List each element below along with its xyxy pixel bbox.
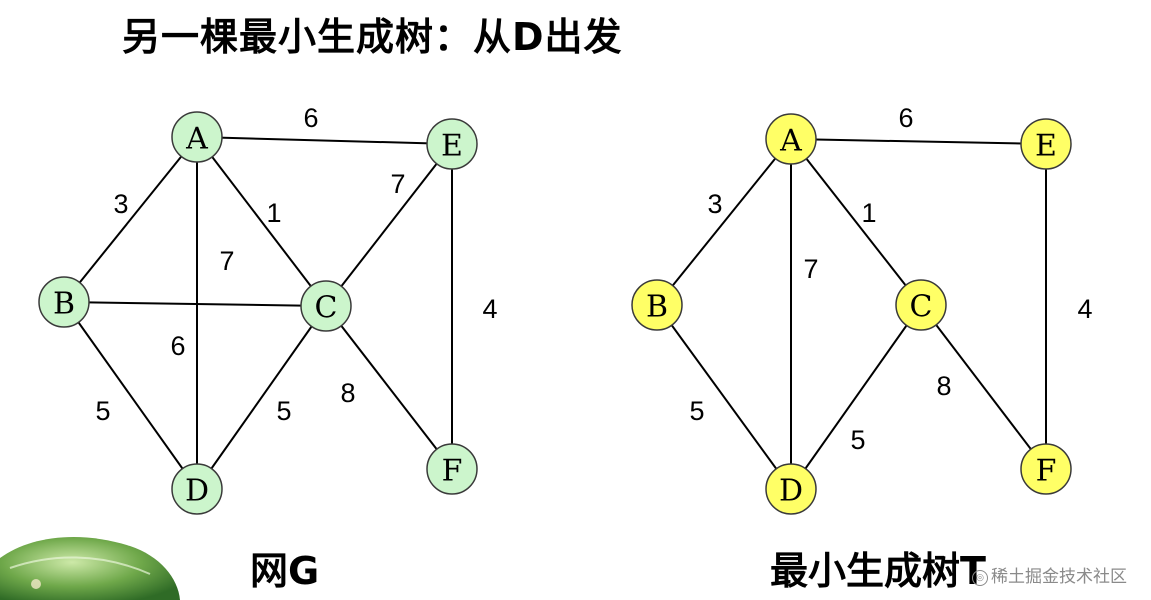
tree-node-d: D <box>765 463 817 515</box>
graph-edge-weight-c-e: 7 <box>390 169 405 199</box>
tree-node-label-d: D <box>779 474 803 509</box>
watermark-logo-icon: ◎ <box>972 570 988 586</box>
graph-edge-weight-a-b: 3 <box>113 189 128 219</box>
tree-node-c: C <box>895 279 947 331</box>
graph-node-label-d: D <box>185 474 209 509</box>
graph-node-label-c: C <box>315 291 338 326</box>
tree-t-caption: 最小生成树T <box>770 549 986 593</box>
tree-edge-b-d <box>656 304 792 490</box>
tree-node-circle-a <box>765 113 817 165</box>
graph-edge-weight-a-c: 1 <box>266 198 281 228</box>
graph-node-label-f: F <box>442 454 463 489</box>
graph-edge-c-d <box>196 305 327 490</box>
tree-node-label-c: C <box>910 290 933 325</box>
minimum-spanning-tree-t: 6 3 1 7 4 5 5 8 A B C D E F <box>631 103 1093 515</box>
network-graph-g: 6 3 1 7 6 7 4 5 5 8 A B C D E F <box>38 103 498 515</box>
tree-edge-weight-e-f: 4 <box>1077 294 1092 324</box>
tree-edge-weight-c-f: 8 <box>936 371 951 401</box>
graph-edge-a-e <box>196 136 453 145</box>
graph-node-b: B <box>38 276 90 328</box>
tree-node-e: E <box>1020 118 1072 170</box>
leaf-decoration <box>0 536 180 600</box>
tree-edge-a-c <box>790 138 922 306</box>
graph-node-circle-a <box>171 111 223 163</box>
graph-edge-weight-e-f: 4 <box>482 294 497 324</box>
tree-node-circle-c <box>895 279 947 331</box>
graph-edge-weight-b-d: 5 <box>95 396 110 426</box>
graph-edge-a-c <box>196 136 327 307</box>
graph-edge-b-d <box>63 301 198 490</box>
tree-node-f: F <box>1020 443 1072 495</box>
tree-node-label-b: B <box>646 290 668 325</box>
tree-edge-weight-a-b: 3 <box>707 189 722 219</box>
tree-edge-weight-a-e: 6 <box>898 103 913 133</box>
graph-edge-weight-a-d: 7 <box>219 246 234 276</box>
tree-edge-c-d <box>790 304 922 490</box>
graph-edge-weight-a-e: 6 <box>303 103 318 133</box>
graph-node-label-e: E <box>441 129 463 164</box>
graph-node-circle-b <box>38 276 90 328</box>
tree-node-circle-b <box>631 279 683 331</box>
graph-edge-weight-b-c: 6 <box>170 331 185 361</box>
tree-edge-weight-c-d: 5 <box>850 425 865 455</box>
tree-node-b: B <box>631 279 683 331</box>
tree-edge-c-f <box>920 304 1047 470</box>
graph-node-label-b: B <box>53 287 75 322</box>
tree-edge-weight-a-c: 1 <box>861 198 876 228</box>
tree-edge-a-e <box>790 138 1047 145</box>
graph-node-f: F <box>426 443 478 495</box>
tree-node-circle-d <box>765 463 817 515</box>
tree-node-label-e: E <box>1035 129 1057 164</box>
tree-node-circle-e <box>1020 118 1072 170</box>
graph-node-e: E <box>426 118 478 170</box>
watermark: ◎稀土掘金技术社区 <box>972 562 1127 587</box>
graph-node-label-a: A <box>185 122 208 157</box>
graph-edge-b-c <box>63 301 327 307</box>
graph-node-circle-f <box>426 443 478 495</box>
graph-node-circle-e <box>426 118 478 170</box>
graph-g-caption: 网G <box>250 549 320 593</box>
graph-edge-c-e <box>325 143 453 307</box>
graph-edge-c-f <box>325 305 453 470</box>
graph-node-circle-d <box>171 463 223 515</box>
graph-node-d: D <box>171 463 223 515</box>
watermark-text: 稀土掘金技术社区 <box>991 567 1127 587</box>
graph-edge-a-b <box>63 136 198 303</box>
graph-edge-weight-c-d: 5 <box>276 396 291 426</box>
tree-edge-weight-b-d: 5 <box>689 396 704 426</box>
tree-node-circle-f <box>1020 443 1072 495</box>
tree-edge-a-b <box>656 138 792 306</box>
graph-node-a: A <box>171 111 223 163</box>
graph-node-c: C <box>300 280 352 332</box>
graph-edge-weight-c-f: 8 <box>340 378 355 408</box>
tree-edge-weight-a-d: 7 <box>803 254 818 284</box>
tree-node-a: A <box>765 113 817 165</box>
tree-node-label-a: A <box>779 124 802 159</box>
slide-title: 另一棵最小生成树：从D出发 <box>122 15 623 59</box>
tree-node-label-f: F <box>1036 454 1057 489</box>
graph-node-circle-c <box>300 280 352 332</box>
